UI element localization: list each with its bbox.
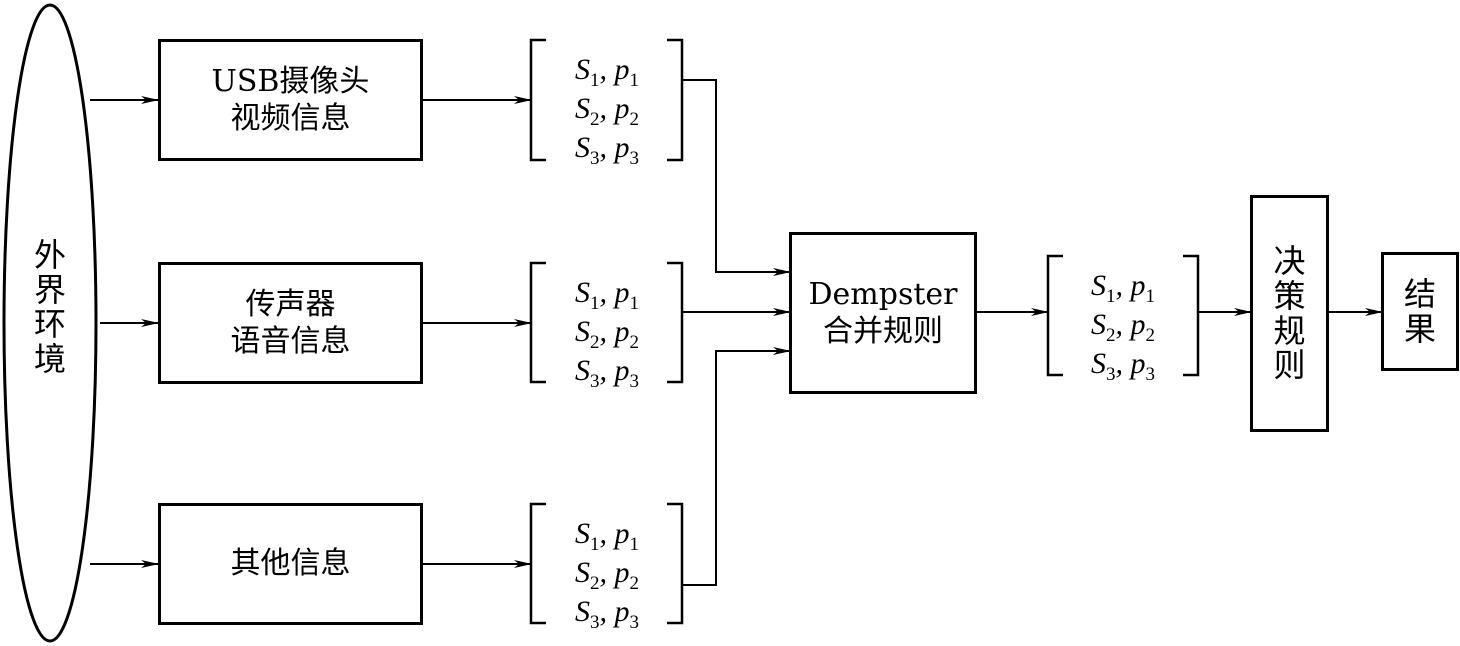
matrix-row: S1, p1 (1091, 269, 1155, 308)
matrix-row: S3, p3 (1091, 347, 1155, 386)
arrow-matrix1-to-dempster (682, 79, 791, 276)
matrix-row: S2, p2 (575, 556, 639, 595)
matrix-row: S3, p3 (575, 595, 639, 634)
matrix-row: S1, p1 (575, 517, 639, 556)
evidence-matrix-other: S1, p1 S2, p2 S3, p3 (531, 504, 683, 634)
evidence-matrix-microphone: S1, p1 S2, p2 S3, p3 (531, 263, 683, 393)
matrix-row: S3, p3 (575, 354, 639, 393)
result-label: 结 果 (1403, 274, 1436, 348)
matrix-row: S1, p1 (575, 276, 639, 315)
other-info-box: 其他信息 (158, 503, 423, 625)
matrix-row: S3, p3 (575, 131, 639, 170)
matrix-row: S2, p2 (1091, 308, 1155, 347)
microphone-audio-box: 传声器 语音信息 (158, 262, 423, 384)
other-info-label: 其他信息 (230, 546, 351, 582)
camera-video-box: USB摄像头 视频信息 (158, 39, 423, 161)
decision-rule-label: 决 策 规 则 (1273, 242, 1306, 385)
dempster-combination-box: Dempster 合并规则 (789, 232, 977, 394)
evidence-matrix-camera: S1, p1 S2, p2 S3, p3 (531, 40, 683, 170)
matrix-row: S2, p2 (575, 315, 639, 354)
camera-video-label: USB摄像头 视频信息 (211, 63, 370, 137)
environment-label: 外 界 环 境 (33, 236, 66, 378)
matrix-row: S2, p2 (575, 92, 639, 131)
microphone-audio-label: 传声器 语音信息 (230, 286, 351, 360)
environment-label-wrap: 外 界 环 境 (22, 238, 78, 376)
matrix-row: S1, p1 (575, 53, 639, 92)
result-box: 结 果 (1381, 252, 1459, 371)
arrow-matrix3-to-dempster (682, 347, 791, 586)
environment-ellipse (2, 3, 98, 643)
decision-rule-box: 决 策 规 则 (1250, 195, 1329, 432)
evidence-matrix-combined: S1, p1 S2, p2 S3, p3 (1047, 256, 1199, 386)
dempster-combination-label: Dempster 合并规则 (808, 276, 958, 350)
